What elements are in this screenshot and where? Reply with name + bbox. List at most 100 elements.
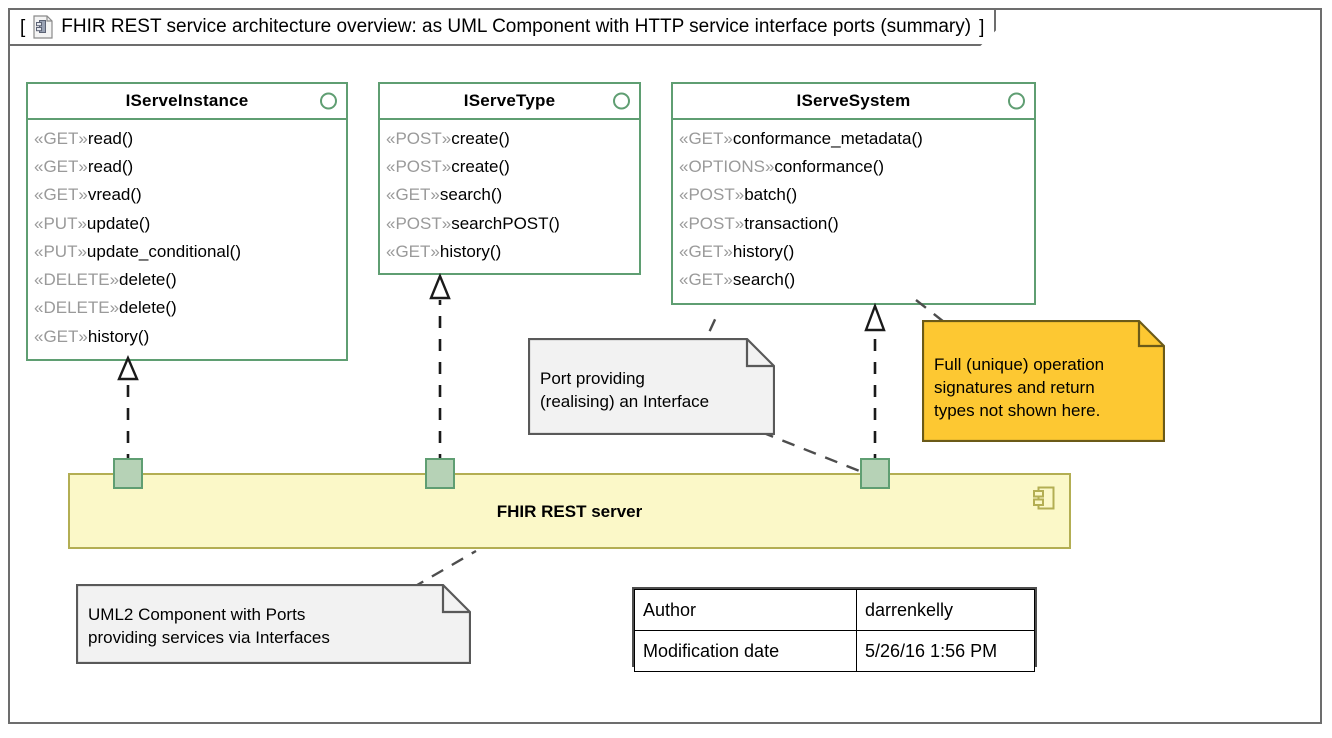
operation-stereotype: «OPTIONS» (679, 157, 775, 177)
operation-label: searchPOST() (451, 213, 560, 233)
operation-row: «POST»transaction() (679, 210, 1034, 238)
operation-list: «GET»conformance_metadata() «OPTIONS»con… (673, 120, 1034, 300)
table-cell-key: Modification date (634, 630, 857, 672)
interface-name: IServeInstance (125, 91, 249, 110)
operation-row: «POST»searchPOST() (386, 210, 639, 238)
note-text: Port providing (realising) an Interface (540, 368, 765, 414)
metadata-table: Author darrenkelly Modification date 5/2… (632, 587, 1037, 672)
note-component-ports: UML2 Component with Ports providing serv… (76, 584, 471, 664)
operation-row: «GET»vread() (34, 181, 346, 209)
operation-stereotype: «DELETE» (34, 298, 120, 318)
component-document-icon (33, 15, 53, 39)
component-fhir-rest-server[interactable]: FHIR REST server (68, 473, 1071, 549)
operation-stereotype: «PUT» (34, 213, 87, 233)
operation-list: «POST»create() «POST»create() «GET»searc… (380, 120, 639, 272)
note-line: UML2 Component with Ports (88, 605, 306, 624)
operation-label: update_conditional() (86, 241, 241, 261)
operation-label: vread() (87, 185, 142, 205)
table-row: Modification date 5/26/16 1:56 PM (634, 630, 1035, 672)
frame-title-text: FHIR REST service architecture overview:… (61, 16, 972, 37)
operation-row: «DELETE»delete() (34, 266, 346, 294)
operation-row: «PUT»update() (34, 210, 346, 238)
operation-stereotype: «POST» (386, 157, 452, 177)
note-text: UML2 Component with Ports providing serv… (88, 604, 461, 650)
operation-row: «GET»read() (34, 125, 346, 153)
operation-row: «OPTIONS»conformance() (679, 153, 1034, 181)
note-line: Port providing (540, 369, 645, 388)
operation-stereotype: «GET» (679, 129, 733, 148)
port-iserveinstance[interactable] (113, 458, 143, 489)
operation-row: «GET»history() (386, 238, 639, 266)
note-line: providing services via Interfaces (88, 627, 330, 647)
operation-label: conformance_metadata() (732, 129, 923, 148)
operation-stereotype: «GET» (34, 129, 88, 148)
table-cell-key: Author (634, 589, 857, 631)
operation-stereotype: «POST» (679, 185, 745, 205)
operation-label: create() (451, 157, 510, 177)
note-shape (76, 584, 471, 664)
operation-label: conformance() (774, 157, 885, 177)
operation-row: «GET»search() (386, 181, 639, 209)
operation-stereotype: «POST» (386, 213, 452, 233)
frame-bracket-close: ] (979, 16, 985, 38)
interface-name: IServeType (463, 91, 556, 110)
diagram-frame-title: [ FHIR REST service architecture overvie… (8, 8, 996, 46)
operation-row: «POST»batch() (679, 181, 1034, 209)
operation-stereotype: «GET» (679, 241, 733, 261)
uml-component-icon (1033, 486, 1055, 510)
note-signatures: Full (unique) operation signatures and r… (922, 320, 1165, 442)
port-iservesystem[interactable] (860, 458, 890, 489)
operation-row: «POST»create() (386, 125, 639, 153)
operation-label: delete() (119, 270, 177, 290)
interface-header: IServeType (380, 84, 639, 120)
note-text: Full (unique) operation signatures and r… (934, 354, 1155, 423)
operation-label: update() (86, 213, 151, 233)
operation-label: history() (732, 241, 795, 261)
port-iservetype[interactable] (425, 458, 455, 489)
note-line: Full (unique) operation (934, 355, 1105, 374)
note-line: types not shown here. (934, 400, 1101, 420)
operation-row: «PUT»update_conditional() (34, 238, 346, 266)
operation-stereotype: «GET» (386, 185, 440, 205)
operation-stereotype: «POST» (386, 129, 452, 148)
operation-label: read() (87, 129, 134, 148)
note-port-interface: Port providing (realising) an Interface (528, 338, 775, 435)
operation-row: «GET»history() (34, 323, 346, 351)
operation-stereotype: «GET» (34, 185, 88, 205)
operation-label: search() (732, 270, 796, 290)
interface-iservesystem[interactable]: IServeSystem «GET»conformance_metadata()… (671, 82, 1036, 305)
operation-label: delete() (119, 298, 177, 318)
table-cell-value: darrenkelly (856, 589, 1035, 631)
operation-label: history() (87, 326, 150, 346)
note-shape (922, 320, 1165, 442)
interface-header: IServeInstance (28, 84, 346, 120)
operation-row: «DELETE»delete() (34, 294, 346, 322)
operation-row: «GET»search() (679, 266, 1034, 294)
interface-name: IServeSystem (796, 91, 911, 110)
provided-interface-icon (613, 92, 630, 110)
operation-stereotype: «GET» (34, 157, 88, 177)
component-name: FHIR REST server (496, 502, 643, 521)
operation-row: «GET»conformance_metadata() (679, 125, 1034, 153)
table-row: Author darrenkelly (634, 589, 1035, 631)
operation-label: batch() (744, 185, 798, 205)
table-cell-value: 5/26/16 1:56 PM (856, 630, 1035, 672)
provided-interface-icon (1008, 92, 1025, 110)
operation-label: read() (87, 157, 134, 177)
operation-stereotype: «POST» (679, 213, 745, 233)
operation-stereotype: «GET» (679, 270, 733, 290)
note-line: signatures and return (934, 377, 1095, 397)
note-line: (realising) an Interface (540, 391, 710, 411)
operation-label: history() (439, 241, 502, 261)
operation-label: create() (451, 129, 510, 148)
operation-stereotype: «DELETE» (34, 270, 120, 290)
interface-iserveinstance[interactable]: IServeInstance «GET»read() «GET»read() «… (26, 82, 348, 361)
interface-header: IServeSystem (673, 84, 1034, 120)
operation-stereotype: «PUT» (34, 241, 87, 261)
provided-interface-icon (320, 92, 337, 110)
operation-row: «GET»history() (679, 238, 1034, 266)
operation-list: «GET»read() «GET»read() «GET»vread() «PU… (28, 120, 346, 357)
operation-row: «POST»create() (386, 153, 639, 181)
interface-iservetype[interactable]: IServeType «POST»create() «POST»create()… (378, 82, 641, 275)
